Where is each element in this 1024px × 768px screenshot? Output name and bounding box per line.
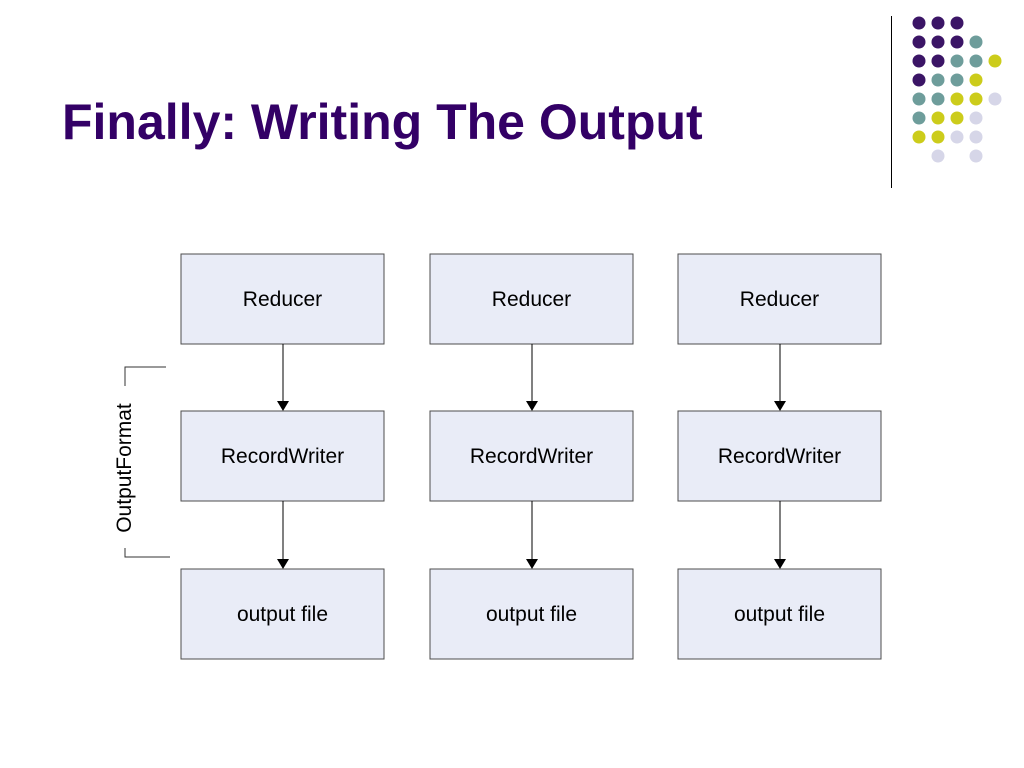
output-file-box: [180, 568, 385, 660]
output-file-box: [429, 568, 634, 660]
output-file-label: output file: [734, 603, 825, 626]
reducer-label: Reducer: [740, 288, 819, 311]
pipeline-column-1: Reducer RecordWriter output file: [180, 253, 385, 660]
pipeline-column-3: Reducer RecordWriter output file: [677, 253, 882, 660]
recordwriter-box: [429, 410, 634, 502]
output-file-box: [677, 568, 882, 660]
output-file-label: output file: [486, 603, 577, 626]
recordwriter-label: RecordWriter: [718, 445, 841, 468]
reducer-label: Reducer: [243, 288, 322, 311]
outputformat-label: OutputFormat: [113, 403, 136, 533]
recordwriter-box: [677, 410, 882, 502]
reducer-label: Reducer: [492, 288, 571, 311]
reducer-box: [677, 253, 882, 345]
pipeline-column-2: Reducer RecordWriter output file: [429, 253, 634, 660]
recordwriter-box: [180, 410, 385, 502]
title-divider: [891, 16, 892, 188]
output-file-label: output file: [237, 603, 328, 626]
recordwriter-label: RecordWriter: [221, 445, 344, 468]
recordwriter-label: RecordWriter: [470, 445, 593, 468]
reducer-box: [429, 253, 634, 345]
slide-title: Finally: Writing The Output: [62, 94, 703, 150]
reducer-box: [180, 253, 385, 345]
outputformat-bracket: OutputFormat: [110, 366, 170, 558]
